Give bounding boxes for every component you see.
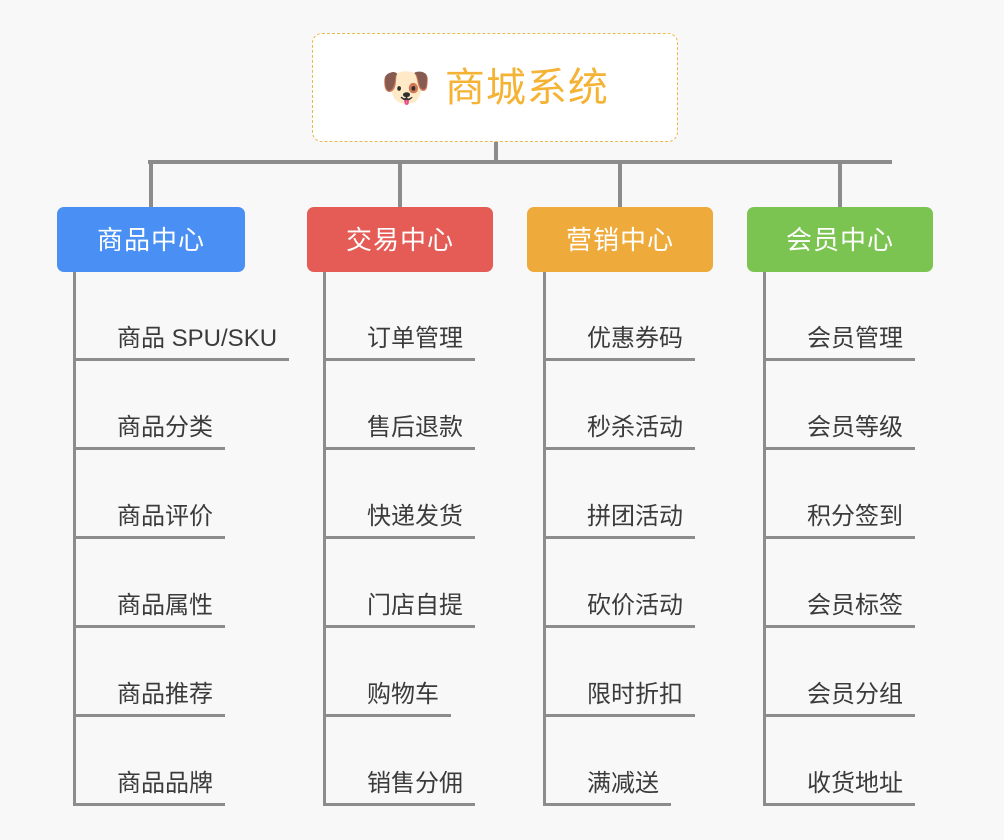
leaf-underline: 购物车 (323, 680, 451, 717)
leaf-underline: 拼团活动 (543, 502, 695, 539)
root-node[interactable]: 🐶 商城系统 (312, 33, 678, 142)
leaf-underline: 快递发货 (323, 502, 475, 539)
leaf-underline: 砍价活动 (543, 591, 695, 628)
leaf-item[interactable]: 购物车 (323, 628, 451, 717)
category-label: 会员中心 (785, 224, 894, 255)
leaf-underline: 会员管理 (763, 324, 915, 361)
leaf-item[interactable]: 拼团活动 (543, 450, 695, 539)
leaf-underline: 满减送 (543, 769, 671, 806)
leaf-label: 满减送 (587, 769, 659, 797)
leaf-underline: 限时折扣 (543, 680, 695, 717)
leaf-label: 商品属性 (117, 591, 213, 619)
leaf-label: 限时折扣 (587, 680, 683, 708)
leaf-label: 销售分佣 (367, 769, 463, 797)
leaf-label: 商品 SPU/SKU (117, 324, 278, 352)
leaf-item[interactable]: 收货地址 (763, 717, 915, 806)
leaf-underline: 商品属性 (73, 591, 225, 628)
leaf-item[interactable]: 商品评价 (73, 450, 225, 539)
category-node-4[interactable]: 会员中心 (747, 207, 933, 272)
leaf-item[interactable]: 商品推荐 (73, 628, 225, 717)
root-title: 商城系统 (444, 65, 609, 110)
category-node-1[interactable]: 商品中心 (57, 207, 245, 272)
leaf-underline: 会员标签 (763, 591, 915, 628)
branch-spine (543, 272, 546, 806)
leaf-item[interactable]: 商品属性 (73, 539, 225, 628)
leaf-item[interactable]: 会员等级 (763, 361, 915, 450)
leaf-underline: 会员分组 (763, 680, 915, 717)
leaf-underline: 秒杀活动 (543, 413, 695, 450)
leaf-label: 优惠券码 (587, 324, 683, 352)
leaf-item[interactable]: 销售分佣 (323, 717, 475, 806)
leaf-label: 售后退款 (367, 413, 463, 441)
branch-spine (763, 272, 766, 806)
root-stem-connector (494, 142, 498, 162)
category-label: 商品中心 (96, 224, 205, 255)
leaf-label: 购物车 (367, 680, 439, 708)
leaf-underline: 积分签到 (763, 502, 915, 539)
shiba-dog-face-icon: 🐶 (381, 65, 431, 110)
branch-drop-connector-1 (149, 160, 153, 207)
leaf-item[interactable]: 商品 SPU/SKU (73, 272, 290, 361)
branch-drop-connector-2 (398, 160, 402, 207)
leaf-item[interactable]: 商品分类 (73, 361, 225, 450)
leaf-underline: 销售分佣 (323, 769, 475, 806)
leaf-item[interactable]: 秒杀活动 (543, 361, 695, 450)
leaf-label: 商品品牌 (117, 769, 213, 797)
leaf-underline: 门店自提 (323, 591, 475, 628)
leaf-item[interactable]: 会员管理 (763, 272, 915, 361)
category-label: 营销中心 (565, 224, 674, 255)
branch-spine (73, 272, 76, 806)
category-node-2[interactable]: 交易中心 (307, 207, 493, 272)
leaf-item[interactable]: 售后退款 (323, 361, 475, 450)
leaf-label: 商品分类 (117, 413, 213, 441)
leaf-label: 订单管理 (367, 324, 463, 352)
leaf-underline: 商品 SPU/SKU (73, 324, 290, 361)
leaf-underline: 优惠券码 (543, 324, 695, 361)
leaf-underline: 售后退款 (323, 413, 475, 450)
leaf-item[interactable]: 会员标签 (763, 539, 915, 628)
leaf-item[interactable]: 砍价活动 (543, 539, 695, 628)
leaf-item[interactable]: 限时折扣 (543, 628, 695, 717)
leaf-item[interactable]: 积分签到 (763, 450, 915, 539)
distribution-bus-connector (148, 160, 892, 164)
leaf-item[interactable]: 快递发货 (323, 450, 475, 539)
leaf-label: 收货地址 (807, 769, 903, 797)
leaf-underline: 商品分类 (73, 413, 225, 450)
leaf-label: 砍价活动 (587, 591, 683, 619)
leaf-label: 会员管理 (807, 324, 903, 352)
leaf-item[interactable]: 门店自提 (323, 539, 475, 628)
branch-drop-connector-4 (838, 160, 842, 207)
leaf-label: 商品评价 (117, 502, 213, 530)
leaf-underline: 订单管理 (323, 324, 475, 361)
leaf-item[interactable]: 会员分组 (763, 628, 915, 717)
leaf-underline: 商品推荐 (73, 680, 225, 717)
leaf-label: 快递发货 (367, 502, 463, 530)
leaf-item[interactable]: 满减送 (543, 717, 671, 806)
leaf-underline: 商品评价 (73, 502, 225, 539)
leaf-underline: 商品品牌 (73, 769, 225, 806)
leaf-label: 商品推荐 (117, 680, 213, 708)
leaf-label: 会员分组 (807, 680, 903, 708)
leaf-item[interactable]: 商品品牌 (73, 717, 225, 806)
leaf-label: 拼团活动 (587, 502, 683, 530)
leaf-underline: 会员等级 (763, 413, 915, 450)
branch-drop-connector-3 (618, 160, 622, 207)
leaf-underline: 收货地址 (763, 769, 915, 806)
leaf-item[interactable]: 优惠券码 (543, 272, 695, 361)
leaf-label: 会员等级 (807, 413, 903, 441)
leaf-label: 门店自提 (367, 591, 463, 619)
category-label: 交易中心 (345, 224, 454, 255)
leaf-label: 会员标签 (807, 591, 903, 619)
leaf-label: 积分签到 (807, 502, 903, 530)
category-node-3[interactable]: 营销中心 (527, 207, 713, 272)
leaf-label: 秒杀活动 (587, 413, 683, 441)
leaf-item[interactable]: 订单管理 (323, 272, 475, 361)
branch-spine (323, 272, 326, 806)
